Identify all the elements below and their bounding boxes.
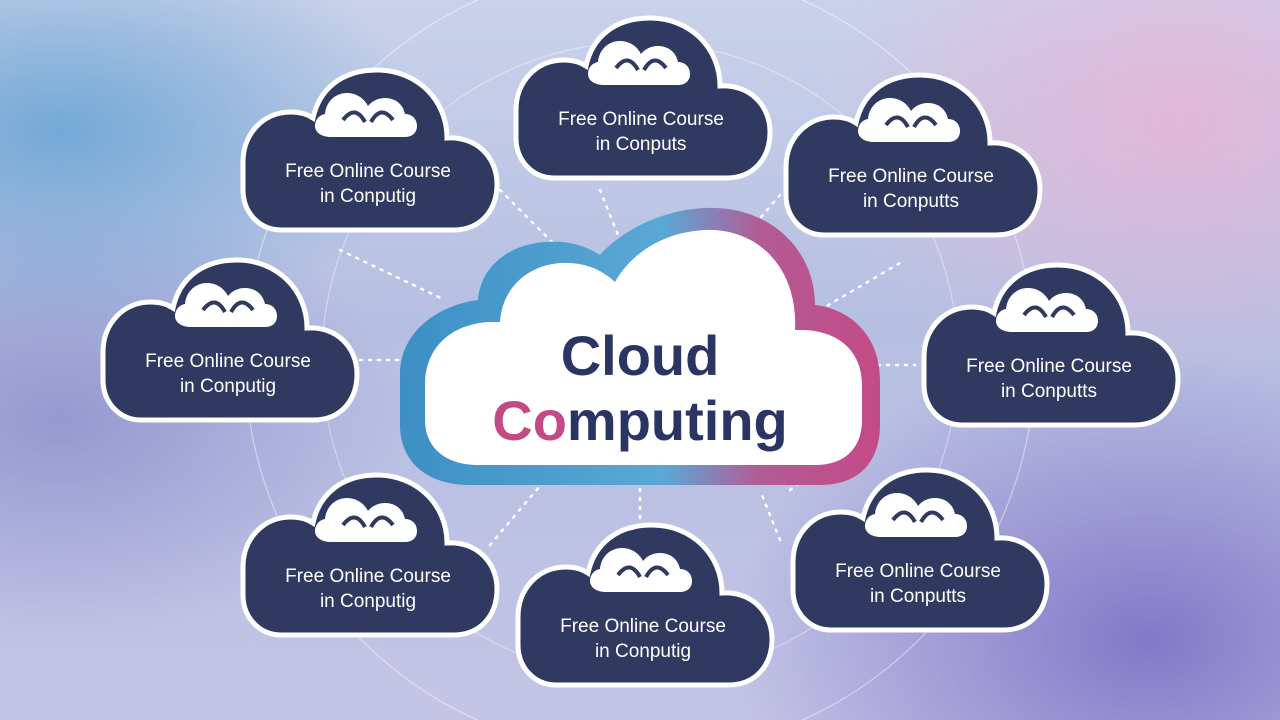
- course-node-subtitle: in Conputs: [596, 134, 687, 155]
- central-title-line1: Cloud: [561, 324, 720, 387]
- course-node-subtitle: in Conputig: [320, 186, 416, 207]
- course-node-subtitle: in Conputts: [870, 586, 966, 607]
- course-node[interactable]: Free Online Course in Conputig: [243, 70, 497, 230]
- course-node-title: Free Online Course: [835, 561, 1001, 582]
- course-node-title: Free Online Course: [285, 161, 451, 182]
- course-node-title: Free Online Course: [560, 616, 726, 637]
- course-node[interactable]: Free Online Course in Conputig: [243, 475, 497, 635]
- course-node[interactable]: Free Online Course in Conputts: [786, 75, 1040, 235]
- course-node-subtitle: in Conputig: [320, 591, 416, 612]
- course-node-subtitle: in Conputig: [595, 641, 691, 662]
- central-cloud-body: [425, 229, 862, 465]
- course-node-title: Free Online Course: [966, 356, 1132, 377]
- course-node[interactable]: Free Online Course in Conputts: [924, 265, 1178, 425]
- course-node[interactable]: Free Online Course in Conputts: [793, 470, 1047, 630]
- cloud-icon: [588, 41, 690, 85]
- course-node-subtitle: in Conputig: [180, 376, 276, 397]
- course-node-title: Free Online Course: [285, 566, 451, 587]
- course-node[interactable]: Free Online Course in Conputs: [516, 18, 770, 178]
- central-title-line2: Computing: [492, 389, 787, 452]
- cloud-icon: [175, 283, 277, 327]
- cloud-icon: [315, 93, 417, 137]
- course-node-subtitle: in Conputts: [863, 191, 959, 212]
- course-node-title: Free Online Course: [558, 109, 724, 130]
- course-node-title: Free Online Course: [145, 351, 311, 372]
- course-node-title: Free Online Course: [828, 166, 994, 187]
- cloud-icon: [996, 288, 1098, 332]
- cloud-icon: [315, 498, 417, 542]
- cloud-icon: [865, 493, 967, 537]
- course-node[interactable]: Free Online Course in Conputig: [518, 525, 772, 685]
- course-node-subtitle: in Conputts: [1001, 381, 1097, 402]
- central-title-rest: mputing: [567, 389, 788, 452]
- cloud-icon: [590, 548, 692, 592]
- central-cloud: Cloud Computing: [400, 207, 880, 485]
- cloud-icon: [858, 98, 960, 142]
- course-node[interactable]: Free Online Course in Conputig: [103, 260, 357, 420]
- central-title-accent: Co: [492, 389, 567, 452]
